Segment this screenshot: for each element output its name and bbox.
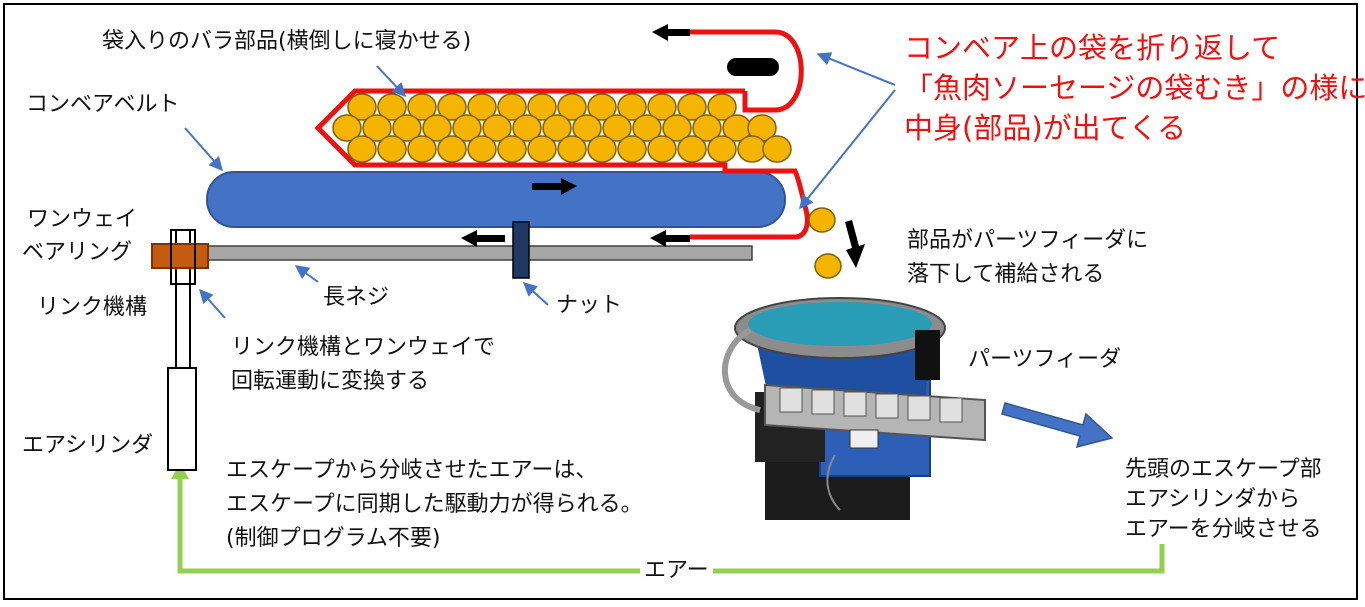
left-arrow-icon [650, 230, 690, 247]
down-arrow-icon [845, 220, 865, 268]
right-arrow-icon [532, 178, 577, 195]
bagged-part [602, 114, 632, 142]
block-arrow-icon [1001, 402, 1114, 449]
nut [512, 221, 530, 279]
bagged-part [527, 93, 557, 121]
bagged-part [737, 135, 767, 163]
bagged-part [452, 114, 482, 142]
bagged-part [647, 93, 677, 121]
bagged-part [587, 93, 617, 121]
link-mechanism-label: リンク機構 [37, 295, 148, 320]
air-cylinder-label: エアシリンダ [22, 433, 154, 458]
bagged-part [632, 114, 662, 142]
pointer-nut [522, 282, 549, 306]
bagged-part [557, 135, 587, 163]
escape-note-line2: エスケープに同期した駆動力が得られる。 [226, 492, 643, 517]
bagged-part [512, 114, 542, 142]
convert-label-line1: リンク機構とワンウェイで [231, 335, 496, 360]
diagram-frame [3, 3, 1358, 600]
fold-caption-line1: コンベア上の袋を折り返して [904, 31, 1281, 65]
bagged-part [332, 114, 362, 142]
bagged-part [437, 135, 467, 163]
bagged-part [407, 93, 437, 121]
conveyor-belt [206, 171, 786, 228]
left-arrow-icon [461, 230, 505, 247]
pointer-link-mechanism [199, 288, 226, 319]
lead-escape-line2: エアシリンダから [1125, 487, 1301, 512]
bearing-housing [170, 229, 196, 285]
pointer-long-screw [294, 265, 319, 283]
bagged-part [422, 114, 452, 142]
bagged-part [482, 114, 512, 142]
bagged-part [497, 135, 527, 163]
one-way-bearing [151, 243, 209, 269]
bagged-part [647, 135, 677, 163]
bag-fold [690, 29, 804, 113]
pointer-bag-parts [376, 65, 406, 98]
bagged-part [707, 93, 737, 121]
bagged-part [662, 114, 692, 142]
peeled-bag-piece [727, 58, 779, 76]
bagged-part [392, 114, 422, 142]
bagged-part [762, 135, 792, 163]
fold-caption-line2: 「魚肉ソーセージの袋むき」の様に [904, 71, 1365, 105]
parts-cluster [332, 93, 792, 163]
nut-label: ナット [556, 293, 623, 318]
long-screw-label: 長ネジ [323, 285, 390, 310]
convert-label-line2: 回転運動に変換する [231, 369, 430, 394]
parts-feeder-label: パーツフィーダ [968, 347, 1122, 372]
left-arrow-icon [652, 24, 690, 41]
bagged-part [677, 135, 707, 163]
escape-note-line1: エスケープから分岐させたエアーは、 [226, 458, 598, 483]
bagged-part [377, 135, 407, 163]
lead-escape-line1: 先頭のエスケープ部 [1125, 457, 1322, 482]
bagged-part [542, 114, 572, 142]
conveyor-belt-label: コンベアベルト [26, 92, 180, 117]
air-line-label: エアー [640, 556, 713, 585]
bagged-part [527, 135, 557, 163]
parts-feeder-machine [722, 297, 986, 520]
bagged-part [677, 93, 707, 121]
bagged-part [347, 135, 377, 163]
bagged-part [347, 93, 377, 121]
escape-note-line3: (制御プログラム不要) [226, 526, 441, 551]
oneway-label-line1: ワンウェイ [27, 207, 138, 232]
pointer-fold-top [816, 52, 896, 86]
falling-part [814, 253, 842, 279]
bagged-part [617, 93, 647, 121]
bagged-part [692, 114, 722, 142]
falling-part [808, 207, 836, 233]
drop-label-line1: 部品がパーツフィーダに [907, 228, 1149, 253]
oneway-label-line2: ベアリング [22, 240, 133, 265]
bagged-part [467, 135, 497, 163]
air-cylinder-body [167, 367, 197, 471]
fold-caption-line3: 中身(部品)が出てくる [904, 111, 1187, 145]
bagged-part [587, 135, 617, 163]
bagged-part [467, 93, 497, 121]
bagged-part [407, 135, 437, 163]
long-screw [194, 245, 753, 261]
bagged-part [572, 114, 602, 142]
bagged-part [497, 93, 527, 121]
pointer-fold-bottom [799, 89, 896, 210]
pointer-conveyor [184, 127, 223, 172]
drop-label-line2: 落下して補給される [907, 262, 1105, 287]
bagged-part [362, 114, 392, 142]
lead-escape-line3: エアーを分岐させる [1125, 517, 1322, 542]
bagged-part [707, 135, 737, 163]
bagged-part [437, 93, 467, 121]
bagged-part [617, 135, 647, 163]
bagged-part [557, 93, 587, 121]
bag-parts-label: 袋入りのバラ部品(横倒しに寝かせる) [102, 29, 472, 54]
